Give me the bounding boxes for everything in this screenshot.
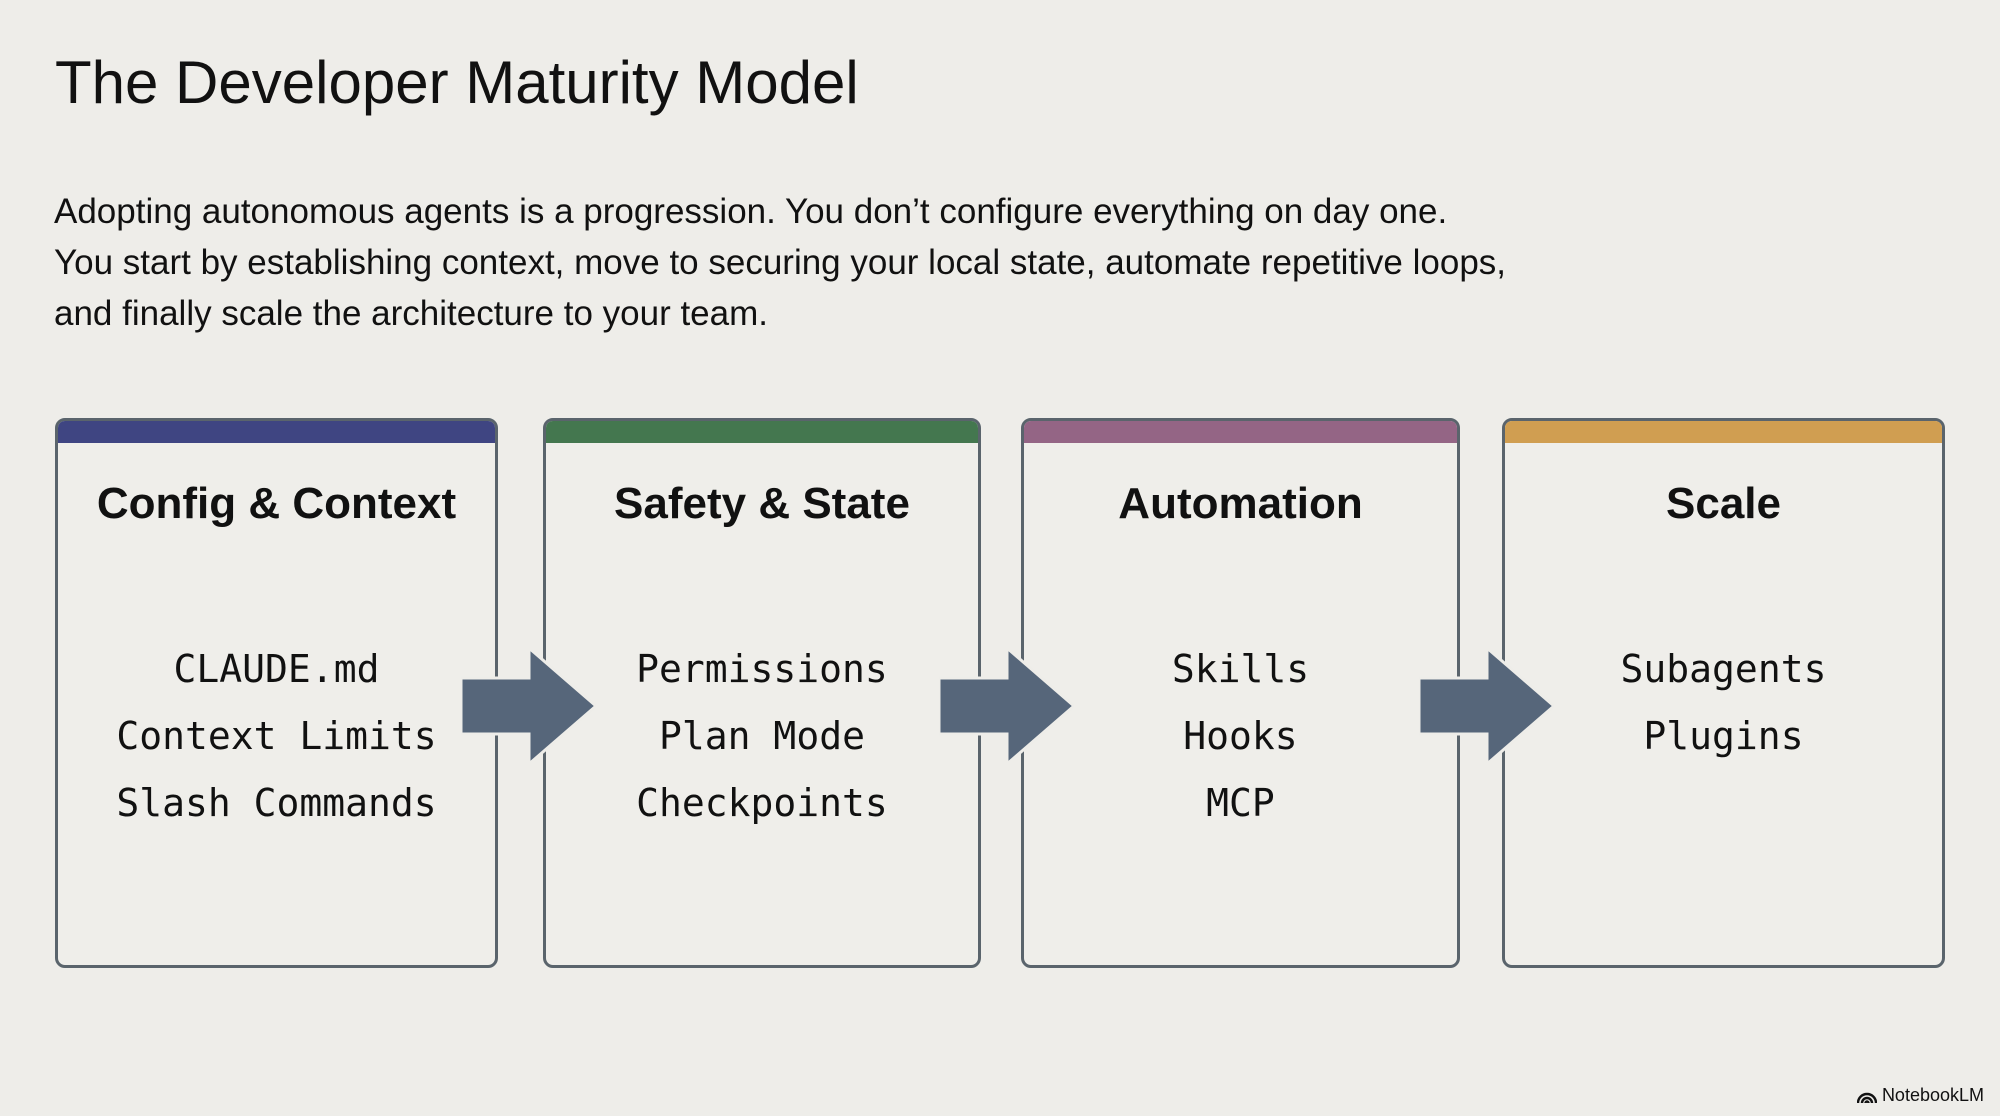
stage-item: Permissions: [636, 647, 888, 691]
stage-item: MCP: [1206, 781, 1275, 825]
right-arrow-icon: [1419, 648, 1554, 764]
stage-item: Plugins: [1643, 714, 1804, 758]
stage-item: Skills: [1171, 647, 1310, 691]
intro-line: You start by establishing context, move …: [54, 243, 1507, 282]
intro-line: Adopting autonomous agents is a progress…: [54, 192, 1448, 231]
stage-heading: Scale: [1666, 479, 1781, 528]
stage-item: CLAUDE.md: [173, 647, 380, 691]
notebooklm-logo-icon: [1856, 1092, 1877, 1103]
stage-items: Permissions Plan Mode Checkpoints: [546, 636, 978, 837]
page-title: The Developer Maturity Model: [55, 49, 859, 116]
brand-label: NotebookLM: [1881, 1085, 1984, 1105]
stage-accent-bar: [546, 421, 978, 443]
stage-card-automation: Automation Skills Hooks MCP: [1021, 418, 1460, 968]
stage-heading: Safety & State: [614, 479, 910, 528]
right-arrow-icon: [461, 648, 596, 764]
stage-card-safety-state: Safety & State Permissions Plan Mode Che…: [543, 418, 981, 968]
stage-item: Plan Mode: [659, 714, 865, 758]
right-arrow-icon: [939, 648, 1074, 764]
stage-item: Hooks: [1183, 714, 1298, 758]
stage-items: Skills Hooks MCP: [1024, 636, 1457, 837]
stage-accent-bar: [58, 421, 495, 443]
stage-items: CLAUDE.md Context Limits Slash Commands: [58, 636, 495, 837]
intro-paragraph: Adopting autonomous agents is a progress…: [54, 186, 1506, 339]
stage-accent-bar: [1505, 421, 1942, 443]
stage-item: Checkpoints: [636, 781, 888, 825]
intro-line: and finally scale the architecture to yo…: [54, 294, 768, 333]
stage-card-scale: Scale Subagents Plugins: [1502, 418, 1945, 968]
stage-accent-bar: [1024, 421, 1457, 443]
notebooklm-watermark: NotebookLM: [1856, 1085, 1984, 1106]
stage-heading: Automation: [1118, 479, 1363, 528]
stage-items: Subagents Plugins: [1505, 636, 1942, 770]
stage-heading: Config & Context: [96, 479, 457, 528]
stage-card-config-context: Config & Context CLAUDE.md Context Limit…: [55, 418, 498, 968]
stage-item: Slash Commands: [116, 781, 437, 825]
stage-item: Subagents: [1620, 647, 1827, 691]
stage-item: Context Limits: [116, 714, 437, 758]
